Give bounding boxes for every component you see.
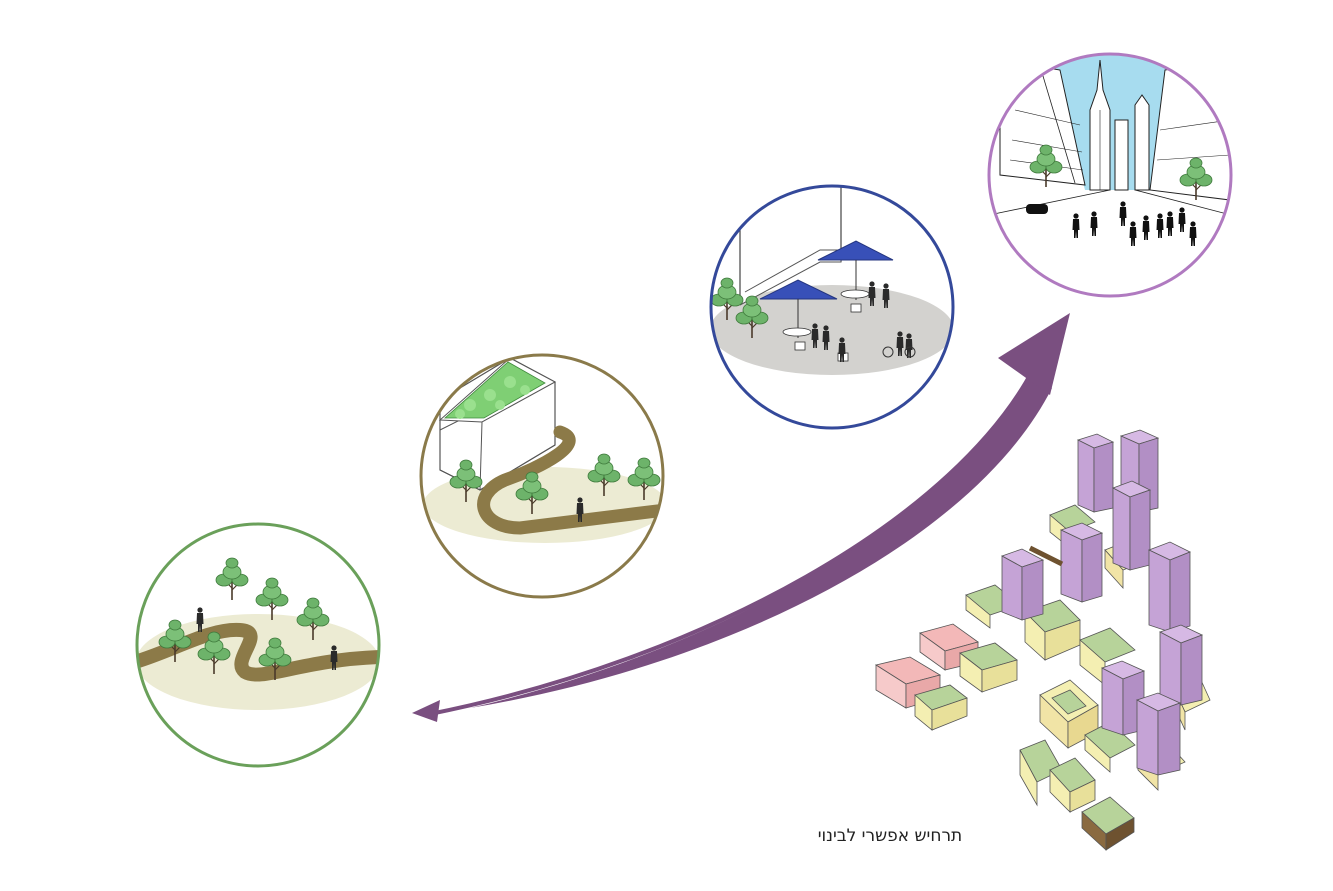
scenario-caption: תרחיש אפשרי לבינוי xyxy=(817,826,963,846)
city-massing-icon xyxy=(874,429,1211,851)
scenario-arrow xyxy=(412,313,1070,722)
park-scene-icon xyxy=(135,522,381,768)
street-scene-icon xyxy=(987,52,1233,298)
plaza-scene-icon xyxy=(709,184,955,430)
path-scene-icon xyxy=(419,353,665,599)
